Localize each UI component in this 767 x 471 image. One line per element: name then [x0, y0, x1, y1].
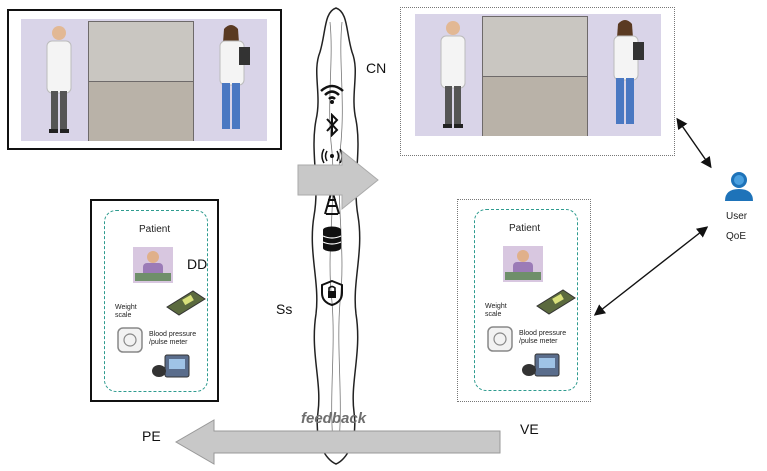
hospital-staff-image	[88, 81, 194, 141]
virtual-pulse-oximeter-icon	[536, 289, 576, 315]
virtual-patient-photo	[503, 246, 543, 282]
radio-tower-icon	[321, 148, 343, 164]
virtual-hospital-photo	[415, 14, 661, 136]
virtual-weight-scale-label: Weight scale	[485, 303, 507, 318]
virtual-scene-frame	[400, 7, 675, 156]
lock-shield-icon	[321, 280, 343, 306]
weight-scale-icon	[117, 327, 143, 353]
qoe-label: QoE	[726, 231, 747, 242]
virtual-patient-title: Patient	[509, 223, 541, 234]
bluetooth-icon	[326, 113, 339, 137]
patient-photo	[133, 247, 173, 283]
ss-label: Ss	[276, 301, 293, 317]
user-label: User	[726, 211, 748, 222]
virtual-corridor-image	[482, 16, 588, 78]
male-doctor-figure	[46, 26, 72, 133]
blood-pressure-label: Blood pressure /pulse meter	[149, 331, 197, 346]
virtual-patient-card: Patient Weight scale Blood pressure /pul…	[474, 209, 578, 391]
feedback-label: feedback	[301, 410, 367, 427]
wifi-icon	[320, 84, 344, 104]
blood-pressure-monitor-icon	[152, 354, 190, 378]
patient-card: Patient Weight scale Blood pressure /pul…	[104, 210, 208, 392]
virtual-blood-pressure-label: Blood pressure /pulse meter	[519, 330, 567, 345]
dd-label: DD	[187, 256, 208, 272]
virtual-blood-pressure-monitor-icon	[522, 353, 560, 377]
weight-scale-label: Weight scale	[115, 304, 137, 319]
hospital-photo	[21, 19, 267, 141]
virtual-male-doctor-figure	[440, 21, 466, 128]
virtual-entity-frame: Patient Weight scale Blood pressure /pul…	[457, 199, 591, 402]
virtual-weight-scale-icon	[487, 326, 513, 352]
physical-scene-frame	[7, 9, 282, 150]
patient-title: Patient	[139, 224, 171, 235]
hospital-corridor-image	[88, 21, 194, 83]
pulse-oximeter-icon	[166, 290, 206, 316]
user-icon	[725, 172, 753, 201]
database-icon	[322, 226, 342, 252]
feedback-arrow	[175, 419, 501, 465]
ve-label: VE	[520, 421, 539, 437]
ve-user-arrow	[593, 226, 709, 316]
virtual-staff-image	[482, 76, 588, 136]
female-doctor-figure	[219, 25, 250, 129]
physical-entity-frame: Patient Weight scale Blood pressure /pul…	[90, 199, 219, 402]
pe-label: PE	[142, 428, 161, 444]
cn-user-arrow	[676, 117, 712, 169]
sync-arrow-right	[297, 149, 379, 211]
cn-label: CN	[366, 60, 387, 76]
virtual-female-doctor-figure	[613, 20, 644, 124]
